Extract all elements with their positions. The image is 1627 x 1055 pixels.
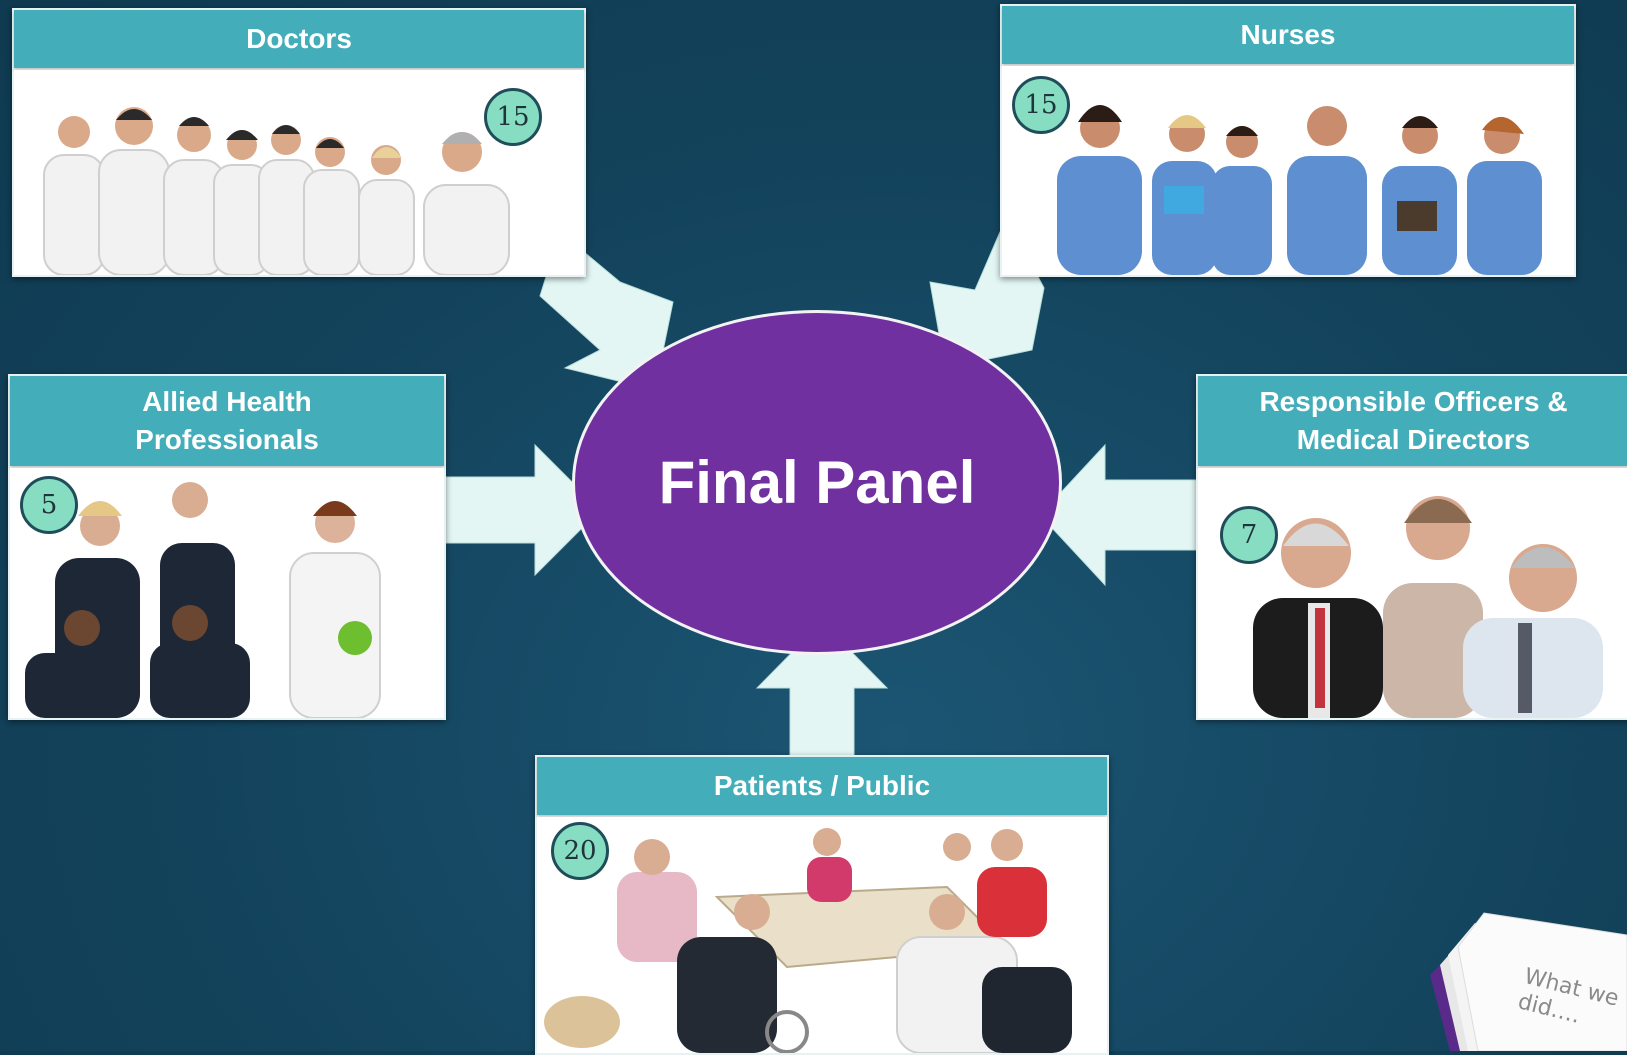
doctors-count: 15 <box>496 102 530 132</box>
doctors-photo-illustration <box>43 107 510 275</box>
doctors-count-badge: 15 <box>484 88 542 146</box>
arrow-officers <box>1039 443 1201 587</box>
book-icon <box>1430 912 1627 1051</box>
allied-label-line2: Professionals <box>135 424 319 455</box>
nurses-header: Nurses <box>1002 6 1574 64</box>
patients-card: Patients / Public 20 <box>535 755 1109 1055</box>
nurses-card: Nurses 15 <box>1000 4 1576 277</box>
arrow-patients <box>755 621 889 761</box>
officers-header: Responsible Officers & Medical Directors <box>1198 376 1627 466</box>
doctors-card: Doctors <box>12 8 586 277</box>
allied-header: Allied Health Professionals <box>10 376 444 466</box>
allied-label-line1: Allied Health <box>142 386 312 417</box>
nurses-count: 15 <box>1024 90 1058 120</box>
officers-count: 7 <box>1240 520 1258 550</box>
allied-photo <box>10 468 444 718</box>
patients-photo <box>537 817 1107 1053</box>
doctors-header: Doctors <box>14 10 584 68</box>
allied-count-badge: 5 <box>20 476 78 534</box>
officers-card: Responsible Officers & Medical Directors… <box>1196 374 1627 720</box>
officers-count-badge: 7 <box>1220 506 1278 564</box>
final-panel-title: Final Panel <box>658 449 976 516</box>
nurses-count-badge: 15 <box>1012 76 1070 134</box>
officers-label-line1: Responsible Officers & <box>1259 386 1568 417</box>
doctors-label: Doctors <box>246 23 352 54</box>
final-panel-ellipse: Final Panel <box>572 310 1062 655</box>
arrow-allied <box>441 443 601 577</box>
nurses-photo <box>1002 66 1574 275</box>
patients-count: 20 <box>563 836 597 866</box>
patients-count-badge: 20 <box>551 822 609 880</box>
allied-card: Allied Health Professionals 5 <box>8 374 446 720</box>
officers-label-line2: Medical Directors <box>1296 424 1531 455</box>
allied-photo-illustration <box>25 482 381 718</box>
patients-header: Patients / Public <box>537 757 1107 815</box>
nurses-photo-illustration <box>1057 105 1542 275</box>
officers-photo <box>1198 468 1627 718</box>
patients-photo-illustration <box>544 828 1072 1053</box>
allied-count: 5 <box>40 490 58 520</box>
officers-photo-illustration <box>1253 496 1603 718</box>
patients-label: Patients / Public <box>713 770 931 801</box>
nurses-label: Nurses <box>1240 19 1336 50</box>
